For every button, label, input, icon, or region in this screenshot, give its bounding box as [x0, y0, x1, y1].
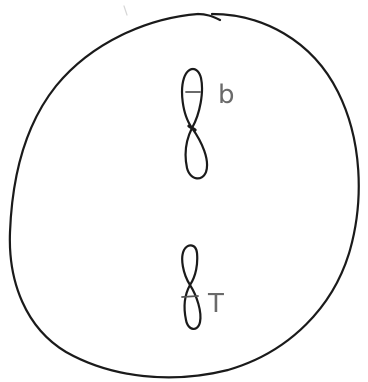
lower-chromosome: [182, 245, 200, 329]
lower-chromosome-bottom-arm: [185, 285, 201, 329]
upper-chromosome-label: b: [218, 80, 235, 110]
cell-outline: [10, 14, 359, 377]
upper-chromosome: [182, 69, 207, 178]
lower-chromosome-band: [182, 296, 198, 297]
upper-centromere: [189, 126, 195, 130]
lower-chromosome-top-arm: [182, 245, 197, 285]
lower-chromosome-label: T: [207, 289, 224, 319]
upper-chromosome-top-arm: [182, 69, 202, 128]
stray-pencil-mark: [124, 6, 127, 15]
upper-chromosome-bottom-arm: [186, 128, 207, 178]
